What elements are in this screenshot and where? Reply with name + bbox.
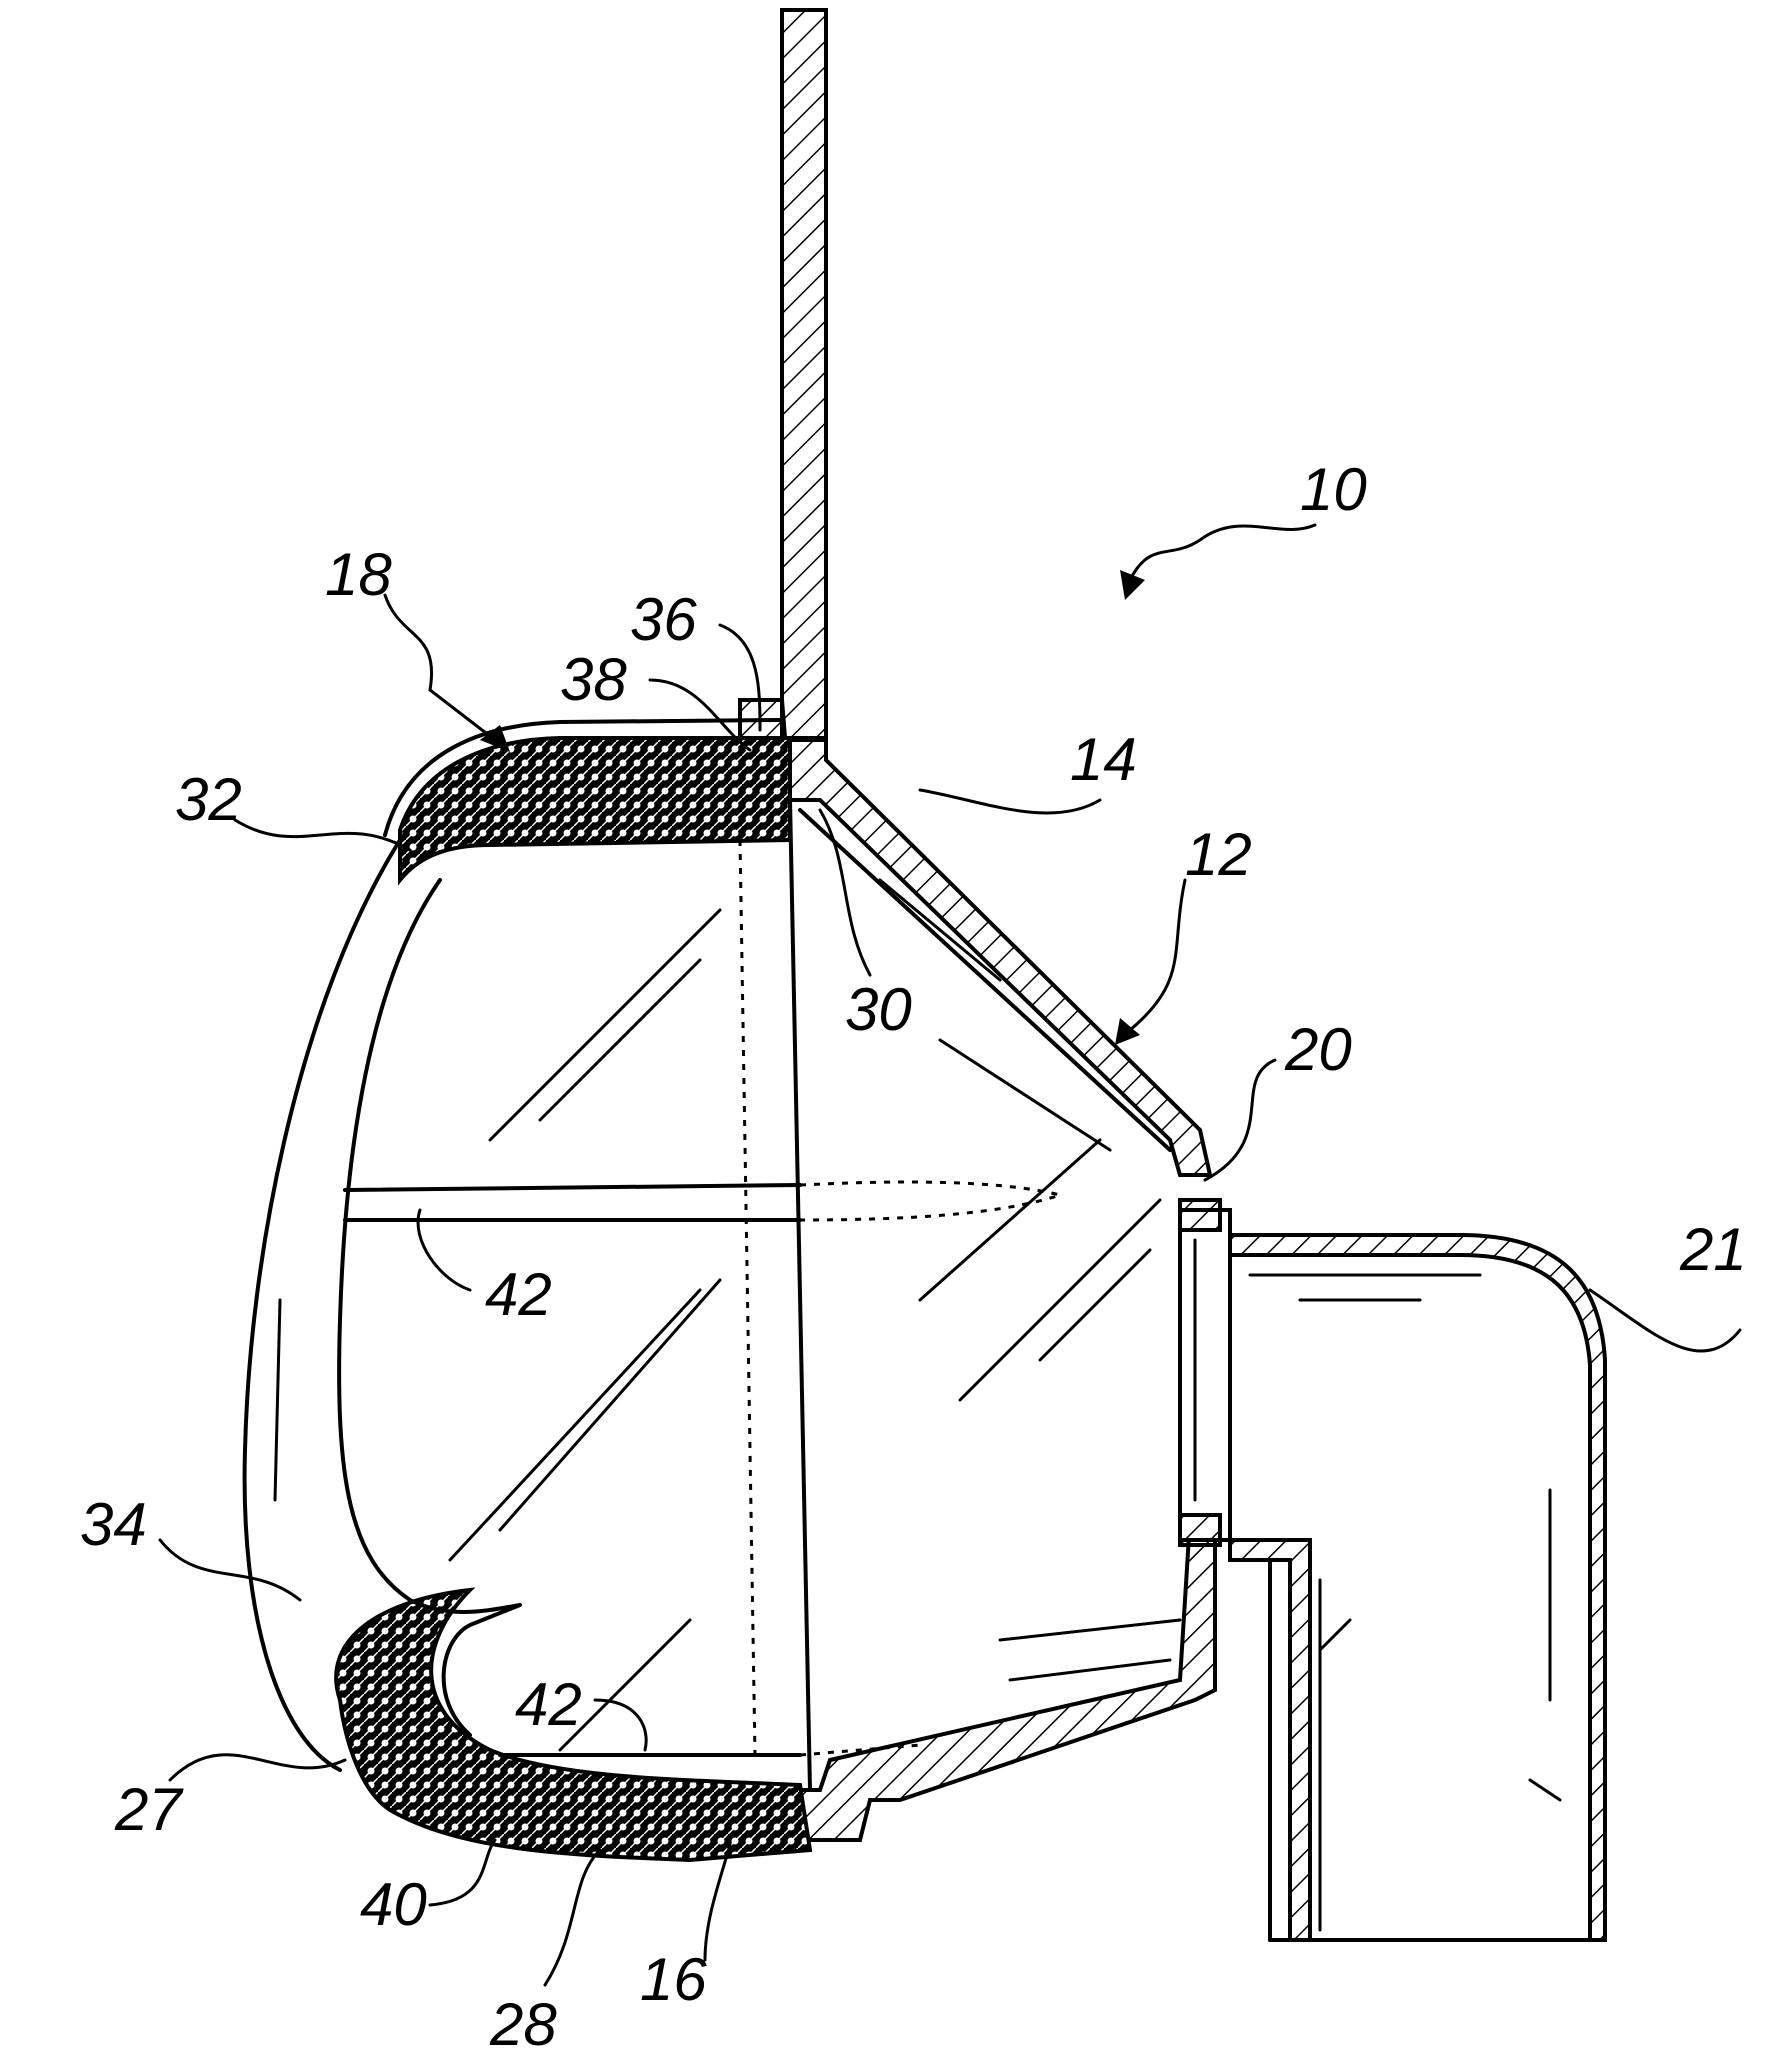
leader-27: [170, 1755, 345, 1780]
label-34: 34: [80, 1491, 147, 1558]
leader-20: [1205, 1060, 1275, 1180]
leader-21: [1590, 1290, 1740, 1351]
arrowhead-12: [1115, 1018, 1140, 1045]
label-16: 16: [640, 1946, 707, 2013]
housing-upper-wall: [740, 700, 1210, 1175]
label-20: 20: [1284, 1016, 1352, 1083]
leader-18: [385, 595, 495, 740]
cushion-top: [385, 720, 790, 880]
label-42-lower: 42: [515, 1671, 582, 1738]
leader-34: [160, 1540, 300, 1600]
leader-10: [1130, 525, 1315, 580]
label-12: 12: [1185, 821, 1252, 888]
leader-16: [705, 1845, 730, 1960]
hidden-line-vertical: [740, 840, 755, 1755]
label-27: 27: [114, 1776, 184, 1843]
mounting-plate: [782, 10, 826, 738]
label-14: 14: [1070, 726, 1137, 793]
label-42-upper: 42: [485, 1261, 552, 1328]
label-40: 40: [360, 1871, 427, 1938]
label-10: 10: [1300, 456, 1367, 523]
label-18: 18: [325, 541, 392, 608]
housing-lower-wall: [780, 1520, 1215, 1840]
label-32: 32: [175, 766, 242, 833]
leader-12: [1130, 880, 1185, 1030]
label-30: 30: [845, 976, 912, 1043]
label-36: 36: [630, 586, 697, 653]
port-ring: [1180, 1200, 1230, 1545]
frame-divider: [790, 800, 810, 1790]
leader-14: [920, 790, 1100, 813]
label-21: 21: [1679, 1216, 1747, 1283]
elbow-connector: [1230, 1235, 1605, 1940]
leader-40: [430, 1840, 495, 1905]
leader-28: [545, 1850, 600, 1985]
label-38: 38: [560, 646, 627, 713]
label-28: 28: [489, 1991, 557, 2056]
support-bar-upper: [345, 1182, 1060, 1220]
